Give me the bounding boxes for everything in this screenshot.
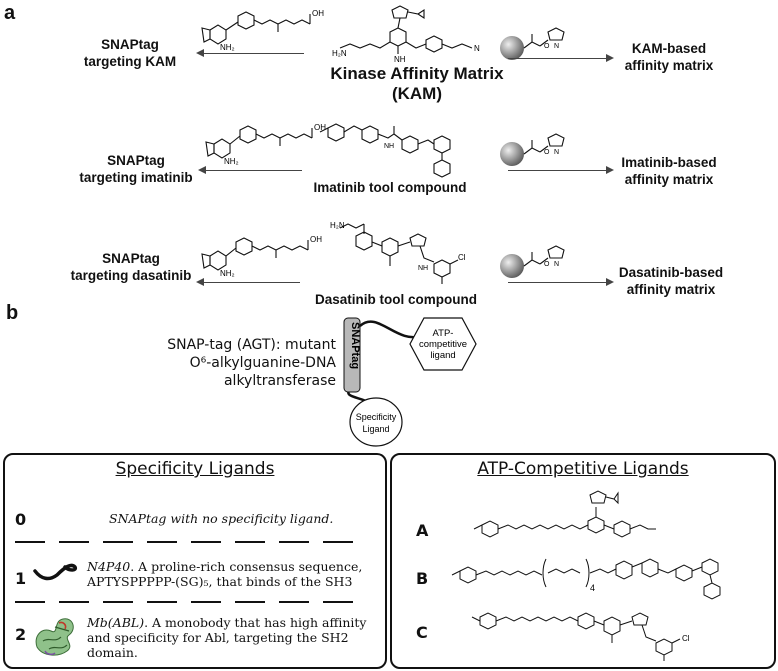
snaptag-bar xyxy=(343,317,361,393)
svg-text:NH: NH xyxy=(394,55,406,64)
dasatinib-left-arrow-head xyxy=(196,278,204,286)
svg-text:N: N xyxy=(474,44,480,53)
specificity-row-text-0: SNAPtag with no specificity ligand. xyxy=(109,511,334,526)
monobody-structure-icon xyxy=(35,618,74,656)
svg-text:H₂N: H₂N xyxy=(330,221,345,230)
dasatinib-left-arrow-line xyxy=(204,282,300,283)
panel-a-letter: a xyxy=(4,2,16,24)
atp-competitive-ligands-title: ATP-Competitive Ligands xyxy=(477,459,689,479)
dasatinib-right-arrow-line xyxy=(508,282,608,283)
svg-text:4: 4 xyxy=(590,583,595,593)
dasatinib-tool-title: Dasatinib tool compound xyxy=(315,292,477,307)
atp-row-num-a: A xyxy=(416,521,429,540)
svg-text:competitive: competitive xyxy=(419,339,467,350)
svg-text:Ligand: Ligand xyxy=(362,424,389,434)
snaptag-schematic: SNAPtag ATP- competitive ligand Specific… xyxy=(343,317,477,447)
kam-right-arrow-head xyxy=(606,54,614,62)
specificity-row-text-1: N4P40. A proline-rich consensus sequence… xyxy=(87,559,363,589)
svg-text:ATP-: ATP- xyxy=(433,328,454,339)
linker-to-atp xyxy=(359,320,423,339)
svg-text:OH: OH xyxy=(310,235,322,244)
svg-text:SNAPtag: SNAPtag xyxy=(349,322,361,369)
specificity-row-text-2: Mb(ABL). A monobody that has high affini… xyxy=(87,615,367,660)
svg-text:NH₂: NH₂ xyxy=(220,43,235,52)
specificity-row-num-2: 2 xyxy=(15,625,27,644)
svg-text:NH: NH xyxy=(384,143,394,150)
kam-right-arrow-line xyxy=(508,58,608,59)
snaptag-description: SNAP-tag (AGT): mutant O⁶-alkylguanine-D… xyxy=(167,337,336,389)
dasatinib-bead-reagent: O N xyxy=(500,245,565,278)
atp-ligand-c-structure: Cl xyxy=(471,612,690,661)
divider-dashes-2 xyxy=(15,601,353,603)
svg-text:NH₂: NH₂ xyxy=(224,157,239,166)
specificity-ligands-box: Specificity Ligands 0 SNAPtag with no sp… xyxy=(3,453,387,669)
kam-left-arrow-head xyxy=(196,49,204,57)
svg-text:H₂N: H₂N xyxy=(332,49,347,58)
svg-text:O: O xyxy=(544,149,550,156)
svg-text:Cl: Cl xyxy=(458,253,466,262)
dasatinib-matrix-label: Dasatinib-based affinity matrix xyxy=(618,265,724,297)
svg-text:N: N xyxy=(554,43,559,50)
svg-text:N: N xyxy=(554,149,559,156)
dasatinib-snaptag-structure: NH₂ OH xyxy=(201,235,322,278)
kam-bead-reagent: O N xyxy=(500,27,565,60)
dasatinib-right-arrow-head xyxy=(606,278,614,286)
imatinib-tool-title: Imatinib tool compound xyxy=(313,180,467,195)
specificity-row-num-1: 1 xyxy=(15,569,27,588)
svg-text:O: O xyxy=(544,43,550,50)
imatinib-right-arrow-head xyxy=(606,166,614,174)
svg-text:ligand: ligand xyxy=(430,350,455,361)
svg-text:N: N xyxy=(554,261,559,268)
imatinib-left-arrow-line xyxy=(206,170,302,171)
kam-left-arrow-line xyxy=(204,53,304,54)
atp-row-num-b: B xyxy=(416,569,429,588)
svg-text:Specificity: Specificity xyxy=(356,412,397,422)
imatinib-structure: NH xyxy=(319,123,451,178)
atp-ligand-a-structure xyxy=(473,490,656,538)
kam-snaptag-structure: NH₂ OH xyxy=(201,9,324,52)
specificity-row-num-0: 0 xyxy=(15,510,27,529)
kam-structure: H₂N NH N xyxy=(332,5,480,64)
imatinib-snaptag-structure: NH₂ OH xyxy=(205,123,326,166)
atp-competitive-ligands-box: ATP-Competitive Ligands A B xyxy=(390,453,776,669)
svg-text:Cl: Cl xyxy=(682,634,690,643)
specificity-ligand-circle xyxy=(349,397,403,447)
imatinib-right-arrow-line xyxy=(508,170,608,171)
kam-title: Kinase Affinity Matrix (KAM) xyxy=(330,64,504,103)
svg-text:O: O xyxy=(544,261,550,268)
svg-text:OH: OH xyxy=(314,123,326,132)
divider-dashes-1 xyxy=(15,541,353,543)
peptide-squiggle-icon xyxy=(33,563,78,581)
imatinib-matrix-label: Imatinib-based affinity matrix xyxy=(621,155,717,187)
imatinib-snaptag-label: SNAPtag targeting imatinib xyxy=(79,153,193,185)
specificity-ligands-title: Specificity Ligands xyxy=(115,459,275,479)
dasatinib-snaptag-label: SNAPtag targeting dasatinib xyxy=(70,251,192,283)
atp-ligand-hexagon xyxy=(409,317,477,371)
svg-text:NH: NH xyxy=(418,265,428,272)
dasatinib-structure: H₂N NH Cl xyxy=(330,221,466,284)
atp-ligand-b-structure: 4 xyxy=(451,558,721,600)
svg-text:NH₂: NH₂ xyxy=(220,269,235,278)
panel-b-letter: b xyxy=(6,302,19,324)
kam-snaptag-label: SNAPtag targeting KAM xyxy=(83,37,177,69)
imatinib-left-arrow-head xyxy=(198,166,206,174)
kam-matrix-label: KAM-based affinity matrix xyxy=(624,41,714,73)
imatinib-bead-reagent: O N xyxy=(500,133,565,166)
svg-text:OH: OH xyxy=(312,9,324,18)
atp-row-num-c: C xyxy=(416,623,428,642)
